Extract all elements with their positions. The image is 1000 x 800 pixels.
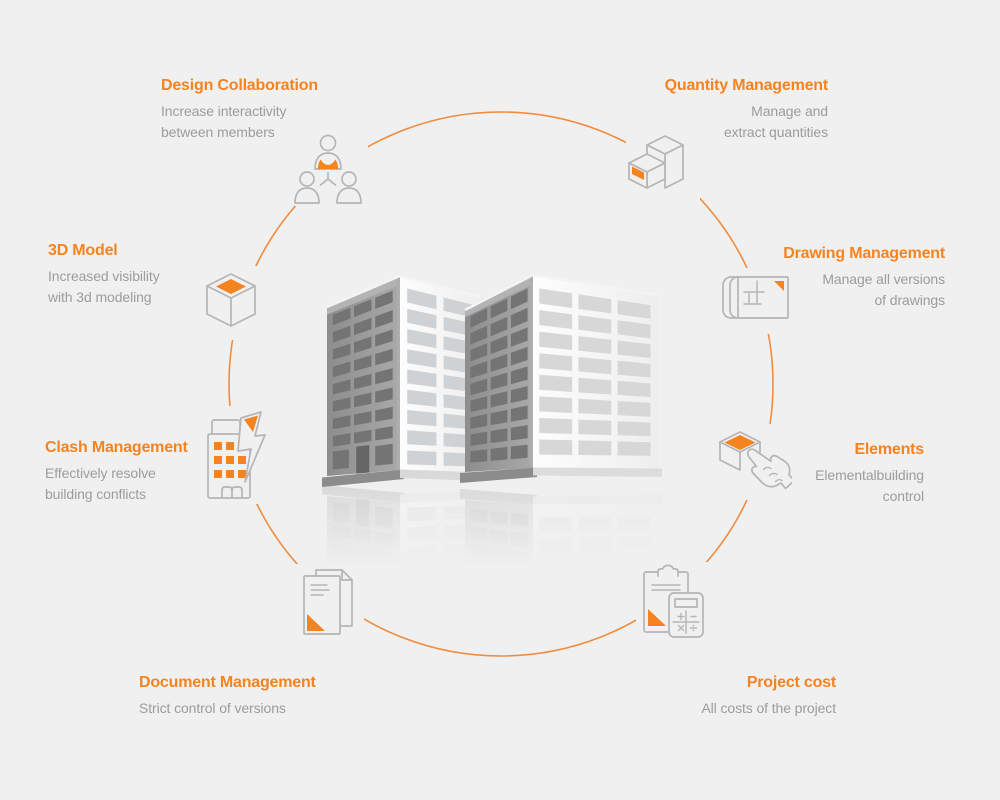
buildings-reflection: [318, 485, 668, 699]
quantity-boxes-icon: [626, 130, 700, 210]
feature-subtitle: Manage all versions of drawings: [822, 271, 945, 308]
feature-3d-model: 3D Model Increased visibility with 3d mo…: [48, 241, 160, 307]
feature-design-collaboration: Design Collaboration Increase interactiv…: [161, 76, 318, 142]
feature-subtitle: Elementalbuilding control: [815, 467, 924, 504]
buildings-illustration: [318, 262, 668, 492]
documents-icon: [292, 564, 364, 640]
cube-hand-icon: [714, 424, 792, 500]
feature-subtitle: Increased visibility with 3d modeling: [48, 268, 160, 305]
clipboard-calculator-icon: [636, 562, 712, 640]
feature-title: Clash Management: [45, 439, 188, 456]
blueprint-icon: [716, 268, 798, 334]
feature-clash-management: Clash Management Effectively resolve bui…: [45, 438, 188, 504]
feature-title: Project cost: [746, 674, 836, 691]
feature-title: Quantity Management: [664, 77, 829, 94]
feature-subtitle: All costs of the project: [701, 700, 836, 716]
feature-elements: Elements Elementalbuilding control: [815, 440, 924, 506]
feature-document-management: Document Management Strict control of ve…: [139, 673, 316, 719]
feature-title: 3D Model: [48, 242, 118, 259]
feature-project-cost: Project cost All costs of the project: [701, 673, 836, 719]
feature-subtitle: Strict control of versions: [139, 700, 286, 716]
feature-drawing-management: Drawing Management Manage all versions o…: [783, 244, 945, 310]
building-clash-icon: [196, 406, 274, 504]
feature-title: Elements: [854, 441, 924, 458]
feature-title: Drawing Management: [783, 245, 945, 262]
feature-quantity-management: Quantity Management Manage and extract q…: [664, 76, 829, 142]
cube-3d-icon: [196, 266, 266, 340]
feature-title: Document Management: [139, 674, 316, 691]
feature-subtitle: Increase interactivity between members: [161, 103, 287, 140]
feature-subtitle: Effectively resolve building conflicts: [45, 465, 156, 502]
feature-title: Design Collaboration: [161, 77, 318, 94]
feature-subtitle: Manage and extract quantities: [723, 103, 828, 140]
team-icon: [288, 128, 368, 206]
